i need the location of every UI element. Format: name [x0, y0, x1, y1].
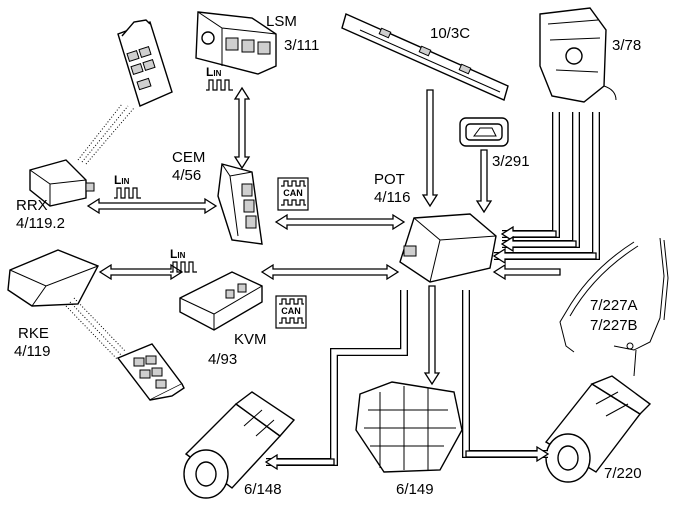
cem-name-label: CEM	[172, 149, 205, 166]
kvm-name-label: KVM	[234, 331, 267, 348]
motor-center	[355, 381, 463, 473]
remote-key-bottom	[116, 343, 185, 401]
arrow-pot-motor-center	[423, 285, 441, 386]
lsm-module	[195, 11, 277, 75]
tailgate-switch	[459, 117, 509, 147]
arrow-lock-pot-2-head	[500, 235, 577, 253]
arrow-lock-pot-1-outline	[502, 112, 560, 238]
tailgate-lock	[539, 7, 617, 103]
motor-left-code-label: 6/148	[244, 481, 282, 498]
door-lock-bar	[341, 13, 509, 101]
remote-key-top	[117, 19, 173, 107]
cem-module	[217, 163, 263, 245]
rrx-module	[29, 159, 95, 207]
door-lock-code-label: 10/3C	[430, 25, 470, 42]
cem-code-label: 4/56	[172, 167, 201, 184]
radio-signal-top	[77, 103, 135, 165]
arrow-pot-motor-left-head	[264, 453, 335, 471]
arrow-lock-pot-1-fill	[502, 112, 559, 237]
motor-left	[183, 391, 296, 499]
can-symbol-top: CAN	[277, 177, 309, 211]
motor-right-code-label: 7/220	[604, 465, 642, 482]
arrow-lock-pot-2-fill	[502, 112, 579, 247]
svg-text:CAN: CAN	[283, 188, 303, 198]
arrow-doorlock-pot	[421, 89, 439, 208]
rke-name-label: RKE	[18, 325, 49, 342]
kvm-code-label: 4/93	[208, 351, 237, 368]
rke-module	[7, 249, 99, 307]
rke-code-label: 4/119	[14, 343, 50, 360]
rrx-name-label: RRX	[16, 197, 48, 214]
lin-symbol-rrx: LIN	[114, 173, 141, 199]
svg-text:LIN: LIN	[206, 65, 222, 79]
svg-text:CAN: CAN	[281, 306, 301, 316]
arrow-lock-pot-1-head	[500, 225, 557, 243]
pinch-strips	[559, 237, 669, 377]
pinch-code-a-label: 7/227A	[590, 297, 638, 314]
lsm-name-label: LSM	[266, 13, 297, 30]
arrow-lsm-cem	[233, 86, 251, 170]
arrow-switch-pot	[475, 149, 493, 214]
rrx-code-label: 4/119.2	[16, 215, 65, 232]
arrow-pot-motor-right-outline	[462, 290, 548, 458]
pot-module	[399, 213, 497, 283]
arrow-pot-motor-right-fill	[463, 290, 548, 457]
lsm-code-label: 3/111	[284, 37, 319, 54]
motor-right	[544, 375, 652, 483]
pinch-code-b-label: 7/227B	[590, 317, 638, 334]
signal-arrows	[86, 86, 600, 471]
tailgate-lock-code-label: 3/78	[612, 37, 641, 54]
arrow-pinch-pot	[492, 263, 561, 281]
arrow-lock-pot-3-head	[492, 247, 597, 265]
arrow-pot-motor-right-head	[465, 445, 550, 463]
arrow-rke-kvm	[98, 263, 184, 281]
kvm-module	[179, 271, 263, 331]
can-symbol-bottom: CAN	[275, 295, 307, 329]
arrow-lock-pot-2-outline	[502, 112, 580, 248]
svg-text:LIN: LIN	[170, 247, 186, 261]
radio-signal-bottom	[65, 297, 127, 361]
lin-symbol-lsm: LIN	[206, 65, 233, 91]
pot-name-label: POT	[374, 171, 405, 188]
motor-center-code-label: 6/149	[396, 481, 434, 498]
arrow-cem-pot	[274, 213, 406, 231]
arrow-kvm-pot	[260, 263, 400, 281]
lin-symbol-rke: LIN	[170, 247, 197, 273]
svg-text:LIN: LIN	[114, 173, 130, 187]
arrow-rrx-cem	[86, 197, 218, 215]
switch-code-label: 3/291	[492, 153, 530, 170]
pot-code-label: 4/116	[374, 189, 410, 206]
